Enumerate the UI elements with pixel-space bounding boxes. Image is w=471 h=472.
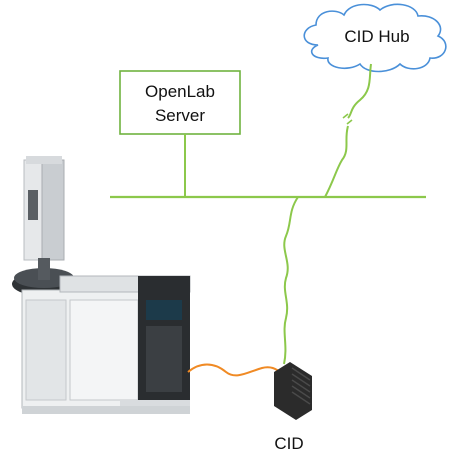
cid-device-fins — [291, 367, 311, 405]
wireless-link-lower — [324, 125, 349, 198]
cid-device-body — [274, 362, 312, 420]
tray-post — [38, 258, 50, 280]
autosampler-window — [28, 190, 38, 220]
instrument-base — [22, 406, 190, 414]
server-box — [119, 70, 241, 135]
autosampler-tower-top — [26, 156, 62, 164]
server-label-line1: OpenLab — [145, 82, 215, 101]
cid-hub-cloud: CID Hub — [303, 3, 447, 73]
cid-network-cable — [283, 196, 299, 365]
wireless-link — [324, 63, 372, 198]
display-screen — [146, 300, 182, 320]
server-label-line2: Server — [155, 106, 205, 125]
autosampler-tower-shade — [41, 159, 65, 261]
panel-base — [120, 400, 190, 410]
gas-chromatograph — [12, 156, 191, 414]
cid-label: CID — [274, 434, 303, 453]
keypad — [146, 326, 182, 392]
cloud-shape — [303, 3, 447, 73]
oven-door-right — [69, 299, 139, 401]
cid-device: CID — [274, 362, 312, 453]
wireless-break-mark — [342, 113, 353, 125]
openlab-server: OpenLab Server — [119, 70, 241, 197]
usb-cable — [187, 363, 283, 377]
cid-hub-label: CID Hub — [344, 27, 409, 46]
wireless-link-upper — [347, 63, 372, 119]
oven-door-left — [25, 299, 67, 401]
